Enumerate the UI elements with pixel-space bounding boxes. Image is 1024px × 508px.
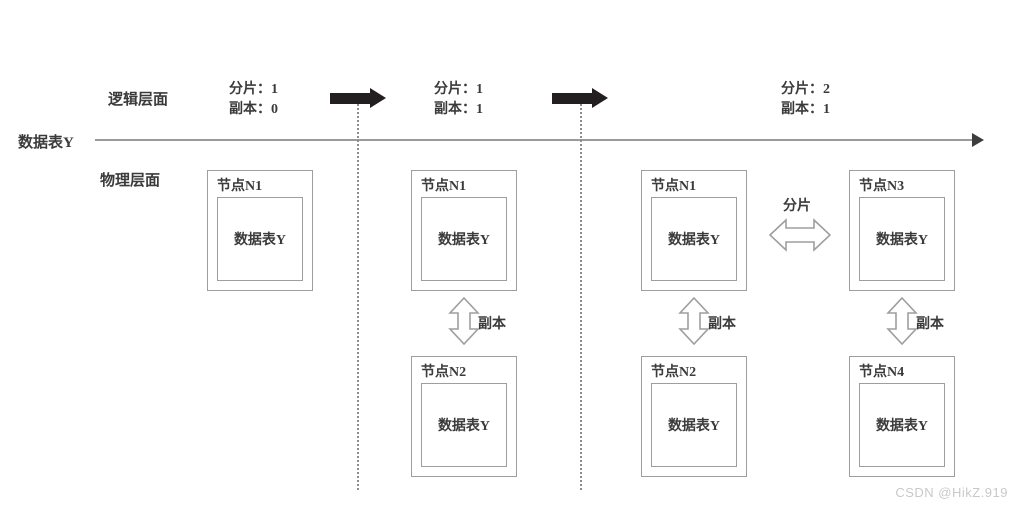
node-table-box: 数据表Y (217, 197, 303, 281)
stage-1-shard-count: 分片：1 (229, 82, 278, 97)
timeline-axis (95, 139, 975, 141)
stage-3-node-n1[interactable]: 节点N1 数据表Y (641, 170, 747, 291)
stage-2-shard-count: 分片：1 (434, 82, 483, 97)
stage-2-replica-arrow-label: 副本 (478, 317, 506, 332)
node-table-box: 数据表Y (859, 383, 945, 467)
node-title: 节点N2 (421, 365, 467, 380)
stage-3-replica-arrow-left-label: 副本 (708, 317, 736, 332)
node-table-label: 数据表Y (437, 233, 491, 248)
stage-3-node-n3[interactable]: 节点N3 数据表Y (849, 170, 955, 291)
transition-arrow-1-icon (330, 88, 386, 108)
stage-1-replica-count: 副本：0 (229, 102, 278, 117)
stage-2-replica-count: 副本：1 (434, 102, 483, 117)
stage-3-shard-arrow-label: 分片 (783, 199, 811, 214)
node-title: 节点N1 (651, 179, 697, 194)
layer-label-physical: 物理层面 (100, 173, 161, 189)
transition-arrow-2-icon (552, 88, 608, 108)
stage-3-shard-arrow-icon (768, 216, 832, 259)
stage-3-replica-count: 副本：1 (781, 102, 830, 117)
node-table-box: 数据表Y (421, 197, 507, 281)
stage-3-replica-arrow-right-label: 副本 (916, 317, 944, 332)
node-table-box: 数据表Y (651, 197, 737, 281)
node-table-label: 数据表Y (437, 419, 491, 434)
stage-divider-2 (580, 104, 582, 490)
stage-2-replica-arrow-icon (447, 296, 481, 350)
node-table-label: 数据表Y (875, 233, 929, 248)
stage-3-node-n2[interactable]: 节点N2 数据表Y (641, 356, 747, 477)
node-table-box: 数据表Y (421, 383, 507, 467)
stage-2-node-n2[interactable]: 节点N2 数据表Y (411, 356, 517, 477)
node-title: 节点N2 (651, 365, 697, 380)
node-table-label: 数据表Y (233, 233, 287, 248)
layer-label-logical: 逻辑层面 (108, 92, 169, 108)
node-table-label: 数据表Y (667, 419, 721, 434)
node-table-label: 数据表Y (875, 419, 929, 434)
node-table-label: 数据表Y (667, 233, 721, 248)
stage-1-node-n1[interactable]: 节点N1 数据表Y (207, 170, 313, 291)
axis-title: 数据表Y (18, 135, 74, 151)
stage-1-meta: 分片：1 副本：0 (229, 80, 278, 120)
node-table-box: 数据表Y (651, 383, 737, 467)
stage-3-node-n4[interactable]: 节点N4 数据表Y (849, 356, 955, 477)
node-title: 节点N1 (421, 179, 467, 194)
watermark: CSDN @HikZ.919 (895, 485, 1008, 500)
stage-3-replica-arrow-right-icon (885, 296, 919, 350)
node-title: 节点N3 (859, 179, 905, 194)
stage-2-node-n1[interactable]: 节点N1 数据表Y (411, 170, 517, 291)
timeline-arrowhead-icon (972, 133, 984, 147)
node-table-box: 数据表Y (859, 197, 945, 281)
node-title: 节点N4 (859, 365, 905, 380)
stage-3-shard-count: 分片：2 (781, 82, 830, 97)
stage-divider-1 (357, 104, 359, 490)
stage-2-meta: 分片：1 副本：1 (434, 80, 483, 120)
stage-3-replica-arrow-left-icon (677, 296, 711, 350)
stage-3-meta: 分片：2 副本：1 (781, 80, 830, 120)
node-title: 节点N1 (217, 179, 263, 194)
